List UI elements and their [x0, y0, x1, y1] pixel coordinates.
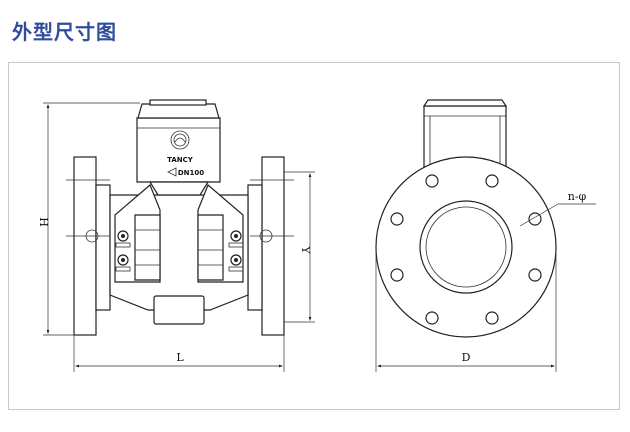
dimension-lines-side [375, 250, 557, 372]
bolt-heads [115, 230, 244, 272]
holes-label: n-φ [568, 190, 587, 203]
size-label: DN100 [178, 169, 204, 177]
right-flange [261, 156, 285, 336]
inner-height-label: Y [299, 245, 312, 254]
drawing-frame [8, 62, 620, 410]
brand-text: TANCY [167, 156, 194, 164]
dimension-lines-front [43, 102, 315, 372]
bore-outer [419, 200, 513, 294]
front-view: TANCY DN100 [66, 99, 294, 336]
page-title: 外型尺寸图 [12, 20, 117, 44]
flange-bolt-holes [390, 174, 542, 325]
brand-logo [170, 130, 190, 150]
left-flange [73, 156, 97, 336]
side-view [375, 99, 596, 338]
diameter-label: D [462, 351, 471, 364]
height-label: H [37, 217, 50, 227]
bore-inner [425, 206, 507, 288]
length-label: L [176, 351, 184, 364]
